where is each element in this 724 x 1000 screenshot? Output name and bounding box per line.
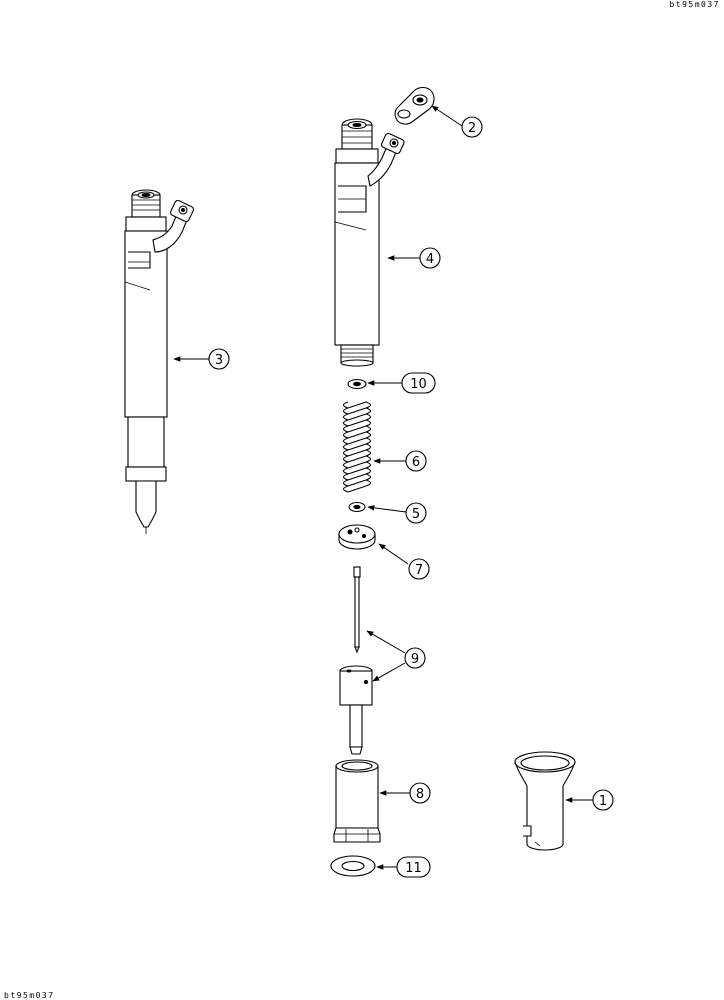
injector-body-part — [334, 118, 405, 367]
callout-3-label: 3 — [215, 353, 223, 368]
callout-8: 8 — [409, 782, 431, 804]
callout-4-label: 4 — [426, 252, 434, 267]
callout-8-label: 8 — [416, 787, 424, 802]
callout-9: 9 — [404, 647, 426, 669]
callout-6: 6 — [405, 450, 427, 472]
callout-2: 2 — [461, 116, 483, 138]
callout-6-label: 6 — [412, 455, 420, 470]
injector-assembly-part — [124, 189, 195, 534]
callout-4: 4 — [419, 247, 441, 269]
callout-7: 7 — [408, 558, 430, 580]
callout-11-label: 11 — [405, 861, 422, 876]
leader-lines — [173, 105, 593, 870]
callout-9-label: 9 — [411, 652, 419, 667]
injector-sleeve-part — [514, 751, 576, 851]
callout-1: 1 — [592, 789, 614, 811]
drawing-code-top: bt95m037 — [669, 0, 720, 9]
shim-part — [347, 378, 367, 390]
intermediate-plate-part — [338, 524, 376, 550]
callout-2-label: 2 — [468, 121, 476, 136]
callout-3: 3 — [208, 348, 230, 370]
callout-11: 11 — [396, 856, 431, 878]
leak-off-fitting-part — [394, 86, 435, 125]
drawing-code-bottom: bt95m037 — [4, 991, 55, 1000]
callout-10-label: 10 — [410, 377, 427, 392]
callout-7-label: 7 — [415, 563, 423, 578]
nozzle-nut-part — [333, 759, 381, 843]
callout-1-label: 1 — [599, 794, 607, 809]
washer-part — [330, 855, 376, 877]
callout-10: 10 — [401, 372, 436, 394]
nozzle-needle-part — [339, 566, 373, 755]
callout-5-label: 5 — [412, 507, 420, 522]
spring-part — [342, 401, 372, 493]
spring-seat-part — [348, 501, 366, 513]
callout-5: 5 — [405, 502, 427, 524]
